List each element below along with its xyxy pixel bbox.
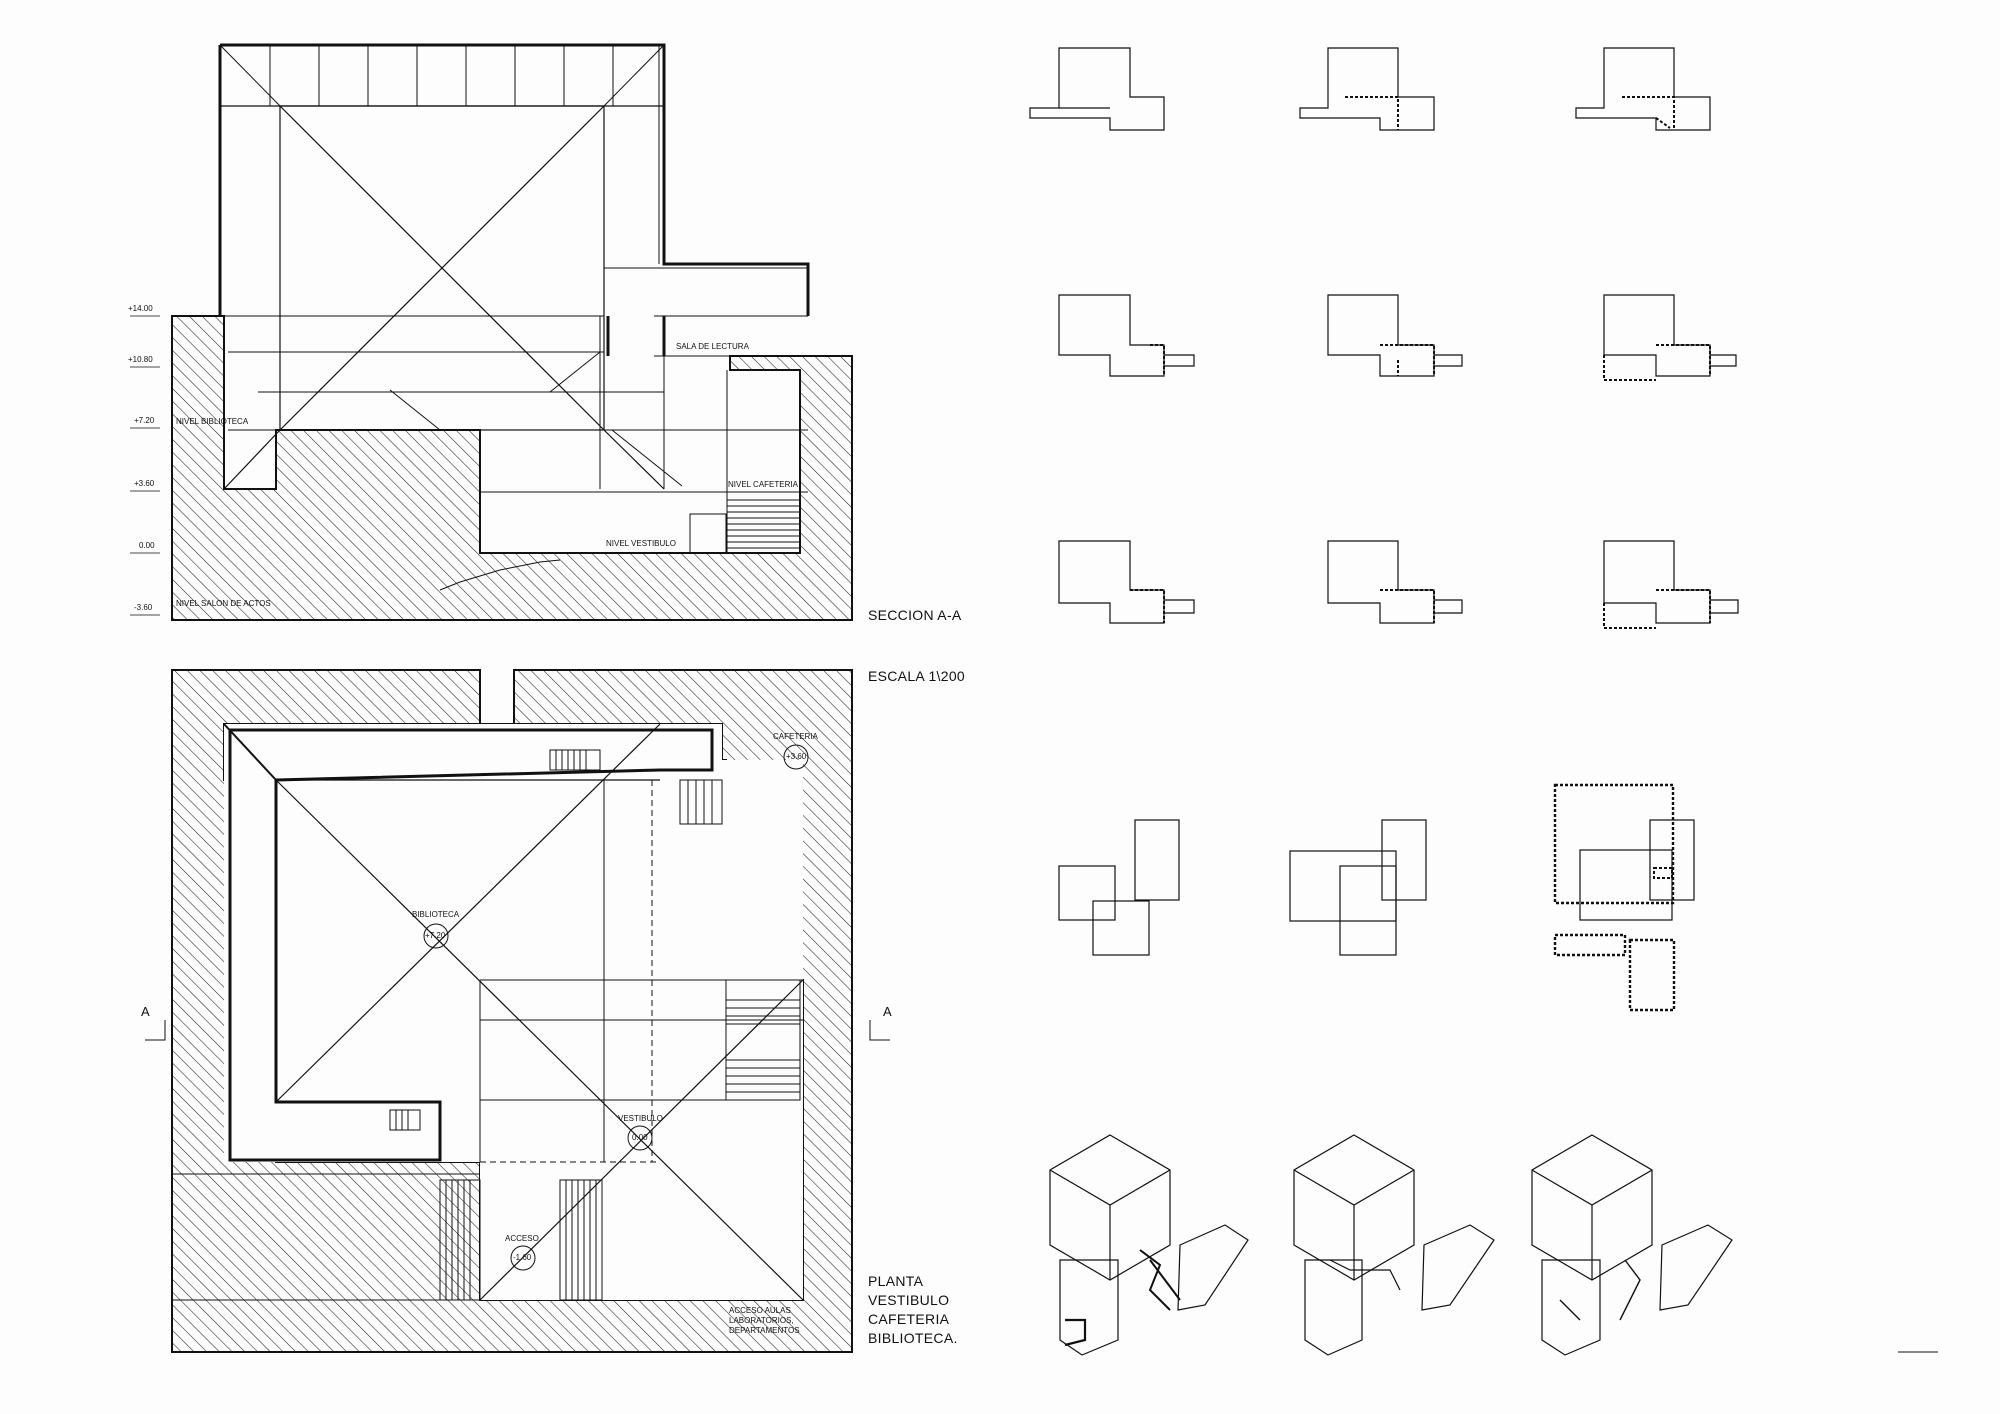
nivel-vestibulo-label: NIVEL VESTIBULO xyxy=(606,539,676,548)
plan-stairs xyxy=(389,749,801,1301)
sala-lectura-label: SALA DE LECTURA xyxy=(676,342,749,351)
diagram-r3c3 xyxy=(1603,540,1739,629)
diagram-r3c2 xyxy=(1327,540,1463,624)
plan-title: PLANTA VESTIBULO CAFETERIA BIBLIOTECA. xyxy=(868,1272,958,1348)
room-cafeteria-level: +3.60 xyxy=(786,752,807,761)
acceso-note-line: ACCESO AULAS xyxy=(729,1306,791,1315)
section-mark-right: A xyxy=(883,1004,892,1019)
room-biblioteca-level: +7.20 xyxy=(425,931,446,940)
diagram-r4c2 xyxy=(1289,819,1427,956)
acceso-note-line: DEPARTAMENTOS xyxy=(729,1326,800,1335)
section-hatch-mass xyxy=(171,315,853,621)
level-label-10-80: +10.80 xyxy=(128,355,153,364)
room-cafeteria: CAFETERIA xyxy=(773,732,818,741)
axon-2 xyxy=(1293,1134,1495,1356)
plan-title-line: PLANTA xyxy=(868,1273,924,1289)
section-markers xyxy=(145,1020,890,1041)
room-vestibulo: VESTIBULO xyxy=(618,1114,663,1123)
level-label-14: +14.00 xyxy=(128,304,153,313)
acceso-note-line: LABORATORIOS, xyxy=(729,1316,794,1325)
diagram-r3c1 xyxy=(1058,540,1195,624)
section-stairs xyxy=(389,351,800,591)
diagram-grid xyxy=(1029,47,1938,1356)
room-biblioteca: BIBLIOTECA xyxy=(412,910,460,919)
skylight-divisions xyxy=(219,44,665,107)
nivel-cafeteria-label: NIVEL CAFETERIA xyxy=(728,480,798,489)
nivel-biblioteca-label: NIVEL BIBLIOTECA xyxy=(176,417,249,426)
diagram-r4c1 xyxy=(1058,819,1180,956)
diagram-r1c2 xyxy=(1299,47,1435,131)
level-circles xyxy=(423,744,809,1271)
diagram-r1c1 xyxy=(1029,47,1165,131)
diagram-r2c2 xyxy=(1327,294,1463,377)
diagram-r1c3 xyxy=(1575,47,1711,131)
level-label-7-20: +7.20 xyxy=(134,416,155,425)
axon-3 xyxy=(1531,1134,1733,1356)
level-label-3-60: +3.60 xyxy=(134,479,155,488)
room-acceso: ACCESO xyxy=(505,1234,539,1243)
section-drawing xyxy=(130,43,853,621)
diagram-r4c3 xyxy=(1553,783,1695,1012)
plan-title-line: BIBLIOTECA. xyxy=(868,1330,958,1346)
nivel-salon-label: NIVEL SALON DE ACTOS xyxy=(176,599,271,608)
level-label-minus-3-60: -3.60 xyxy=(134,603,153,612)
level-ticks xyxy=(130,315,160,616)
section-title: SECCION A-A xyxy=(868,607,962,623)
plan-drawing xyxy=(145,669,890,1353)
section-tower-outline xyxy=(220,43,810,316)
room-vestibulo-level: 0.00 xyxy=(632,1133,648,1142)
level-label-0: 0.00 xyxy=(139,541,155,550)
scale-label: ESCALA 1\200 xyxy=(868,668,965,684)
acceso-aulas-note: ACCESO AULAS LABORATORIOS, DEPARTAMENTOS xyxy=(729,1306,800,1336)
room-acceso-level: -1.60 xyxy=(513,1253,532,1262)
axon-1 xyxy=(1049,1134,1249,1356)
section-mark-left: A xyxy=(141,1004,150,1019)
diagram-r2c3 xyxy=(1603,294,1737,381)
biblioteca-walls xyxy=(228,728,714,1162)
plan-title-line: CAFETERIA xyxy=(868,1311,950,1327)
plan-title-line: VESTIBULO xyxy=(868,1292,950,1308)
diagram-r2c1 xyxy=(1058,294,1195,377)
